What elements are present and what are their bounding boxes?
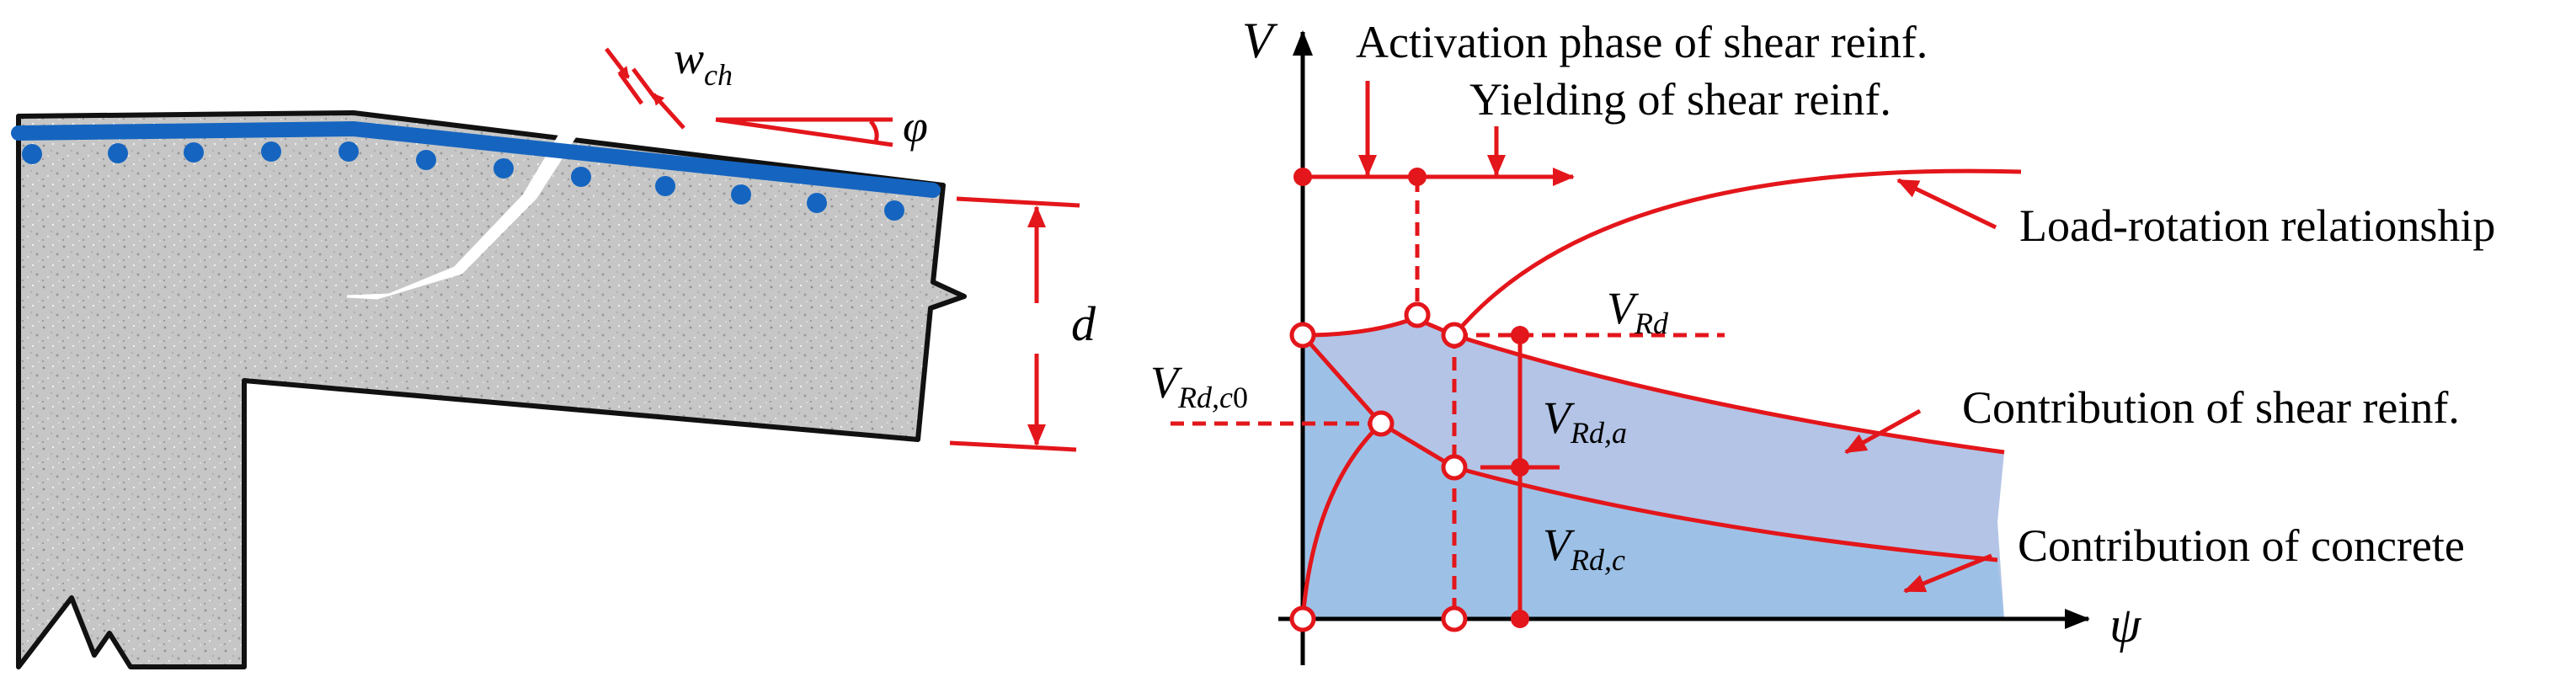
concrete-body [16, 110, 967, 669]
open-points [1289, 301, 1468, 632]
x-axis-label: ψ [2109, 597, 2142, 653]
contrib-concrete-label: Contribution of concrete [2018, 520, 2465, 571]
rotation-label: φ [903, 101, 928, 152]
v-rd-c-label: VRd,c [1543, 520, 1625, 577]
load-rotation-pointer [1896, 178, 1997, 230]
top-reinforcement-bar [11, 120, 941, 198]
v-psi-diagram: V ψ [1150, 13, 2495, 665]
concrete-pointer [1903, 553, 1992, 594]
shear-reinf-pointer [1844, 408, 1922, 455]
v-rd-label: VRd [1607, 283, 1669, 340]
concrete-region-left [1303, 335, 1381, 619]
depth-dimension [949, 196, 1080, 452]
crack-width-label: wch [674, 33, 733, 92]
contrib-shear-label: Contribution of shear reinf. [1962, 382, 2460, 433]
y-axis-label: V [1242, 13, 1278, 68]
rebar-dots [22, 141, 904, 221]
concrete-curve [1301, 333, 1998, 562]
rotation-indicator [715, 117, 893, 147]
concrete-region [1303, 335, 2004, 619]
v-rd-a-label: VRd,a [1543, 392, 1627, 450]
depth-label: d [1071, 296, 1096, 351]
initial-curve [1300, 422, 1383, 620]
load-rotation-curve [1453, 168, 2022, 337]
filled-points [1293, 168, 1529, 628]
shear-reinf-curve [1302, 316, 2005, 455]
yielding-label: Yielding of shear reinf. [1469, 74, 1891, 125]
activation-phase-label: Activation phase of shear reinf. [1356, 17, 1928, 67]
slab-column-detail: wch φ d [11, 33, 1096, 669]
flexural-crack [346, 123, 585, 300]
load-rotation-label: Load-rotation relationship [2019, 200, 2495, 251]
crack-width-indicator [605, 47, 685, 130]
v-rd-c0-label: VRd,c0 [1150, 357, 1248, 414]
